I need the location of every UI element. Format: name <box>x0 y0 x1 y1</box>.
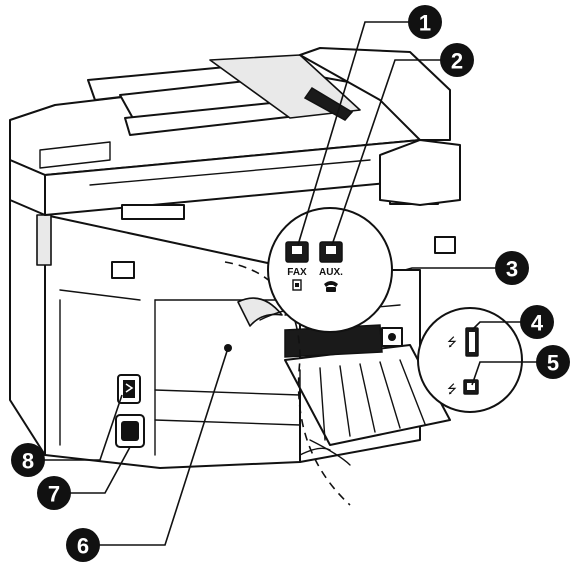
hinge-left <box>122 205 184 219</box>
svg-text:3: 3 <box>506 257 518 282</box>
usb-icon: ⭍ <box>447 382 457 396</box>
svg-text:1: 1 <box>419 11 431 36</box>
callout-2: 2 <box>440 43 474 77</box>
aux-label: AUX. <box>319 267 343 278</box>
svg-text:6: 6 <box>77 534 89 559</box>
side-handle <box>37 215 51 265</box>
callout-6: 6 <box>66 528 100 562</box>
usb-zoom: ⭍ ⭍ <box>418 308 522 412</box>
svg-text:4: 4 <box>531 311 544 336</box>
callout-4: 4 <box>520 305 554 339</box>
svg-text:7: 7 <box>48 482 60 507</box>
callout-7: 7 <box>37 476 71 510</box>
rear-panel <box>45 215 300 468</box>
callout-1: 1 <box>408 5 442 39</box>
zoom-circle-usb <box>418 308 522 412</box>
svg-text:2: 2 <box>451 49 463 74</box>
callout-3: 3 <box>495 251 529 285</box>
usb-icon: ⭍ <box>447 335 457 349</box>
feeder-side <box>380 140 460 205</box>
svg-text:5: 5 <box>547 351 559 376</box>
svg-text:8: 8 <box>22 449 34 474</box>
fax-label: FAX <box>287 267 307 278</box>
callout-8: 8 <box>11 443 45 477</box>
fax-aux-zoom: FAX AUX. <box>268 208 392 332</box>
callout-5: 5 <box>536 345 570 379</box>
